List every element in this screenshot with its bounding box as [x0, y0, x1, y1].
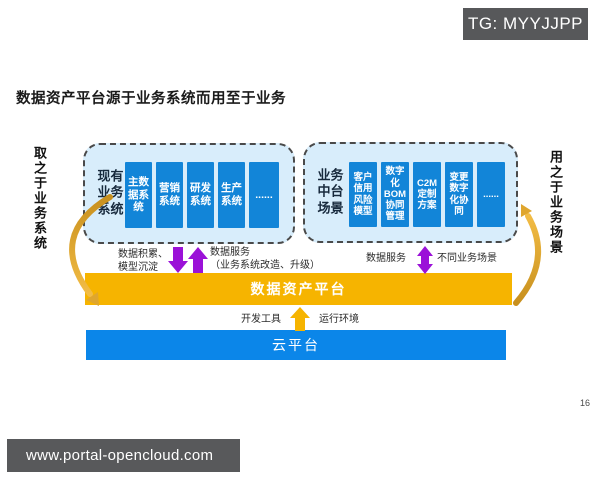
- cloud-platform-label: 云平台: [272, 337, 320, 353]
- arrow-up-gold-icon: [290, 307, 310, 331]
- scene-item: 客户信用风险模型: [349, 162, 377, 227]
- arrow-updown-icon: [417, 246, 433, 274]
- flow-note-data-service-right: 数据服务: [366, 253, 406, 264]
- scene-item: 变更数字化协同: [445, 162, 473, 227]
- data-asset-platform-label: 数据资产平台: [250, 281, 347, 297]
- telegram-watermark-text: TG: MYYJJPP: [467, 14, 584, 33]
- dev-tools-label: 开发工具: [241, 314, 281, 325]
- arrow-down-icon: [168, 247, 188, 273]
- flow-note-scenes: 不同业务场景: [437, 253, 497, 264]
- left-axis-label: 取之于业务系统: [32, 146, 47, 251]
- scene-item: 数字化BOM协同管理: [381, 162, 409, 227]
- curved-arrow-right-icon: [513, 213, 541, 306]
- flow-note-data-service-left: 数据服务 （业务系统改造、升级）: [210, 247, 320, 271]
- page-number: 16: [580, 398, 591, 408]
- flow-note-accumulate: 数据积累、 模型沉淀: [118, 249, 168, 273]
- scene-panel-label: 业务中台场景: [317, 167, 344, 216]
- footer-url: www.portal-opencloud.com: [26, 447, 214, 464]
- right-axis-label: 用之于业务场景: [548, 150, 563, 255]
- page-title: 数据资产平台源于业务系统而用至于业务: [16, 91, 286, 107]
- scene-items: 客户信用风险模型 数字化BOM协同管理 C2M定制方案 变更数字化协同 ....…: [349, 162, 505, 227]
- source-systems-items: 主数据系统 营销系统 研发系统 生产系统 ......: [125, 162, 279, 228]
- source-system-item-more: ......: [249, 162, 279, 228]
- source-system-item: 生产系统: [218, 162, 245, 228]
- scene-panel: 业务中台场景 客户信用风险模型 数字化BOM协同管理 C2M定制方案 变更数字化…: [303, 142, 518, 243]
- footer-url-bar: www.portal-opencloud.com: [7, 439, 240, 472]
- scene-item: C2M定制方案: [413, 162, 441, 227]
- source-system-item: 营销系统: [156, 162, 183, 228]
- data-asset-platform-bar: 数据资产平台: [85, 273, 512, 305]
- telegram-watermark-badge: TG: MYYJJPP: [463, 8, 588, 40]
- source-systems-panel: 现有业务系统 主数据系统 营销系统 研发系统 生产系统 ......: [83, 143, 295, 244]
- scene-item-more: ......: [477, 162, 505, 227]
- source-system-item: 主数据系统: [125, 162, 152, 228]
- source-systems-label: 现有业务系统: [97, 168, 124, 217]
- source-system-item: 研发系统: [187, 162, 214, 228]
- cloud-platform-bar: 云平台: [86, 330, 506, 360]
- runtime-label: 运行环境: [319, 314, 359, 325]
- curved-arrow-right-head-icon: [521, 204, 532, 217]
- arrow-up-icon: [188, 247, 208, 273]
